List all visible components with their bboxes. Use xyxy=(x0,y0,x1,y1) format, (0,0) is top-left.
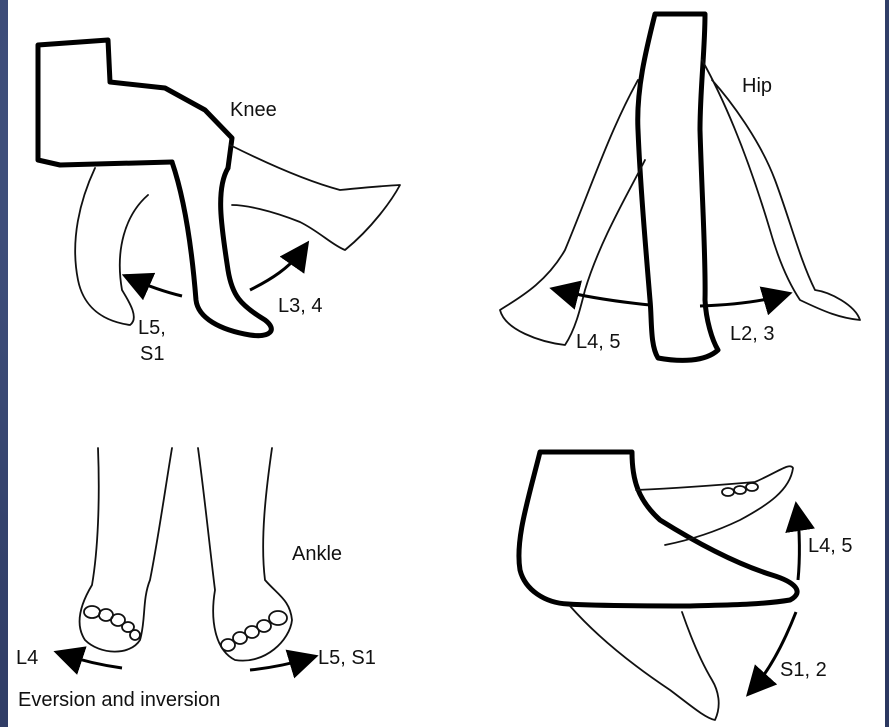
hip-flexion-label: L2, 3 xyxy=(730,323,774,345)
knee-extension-arrow xyxy=(250,248,304,290)
ankle-eversion-label: L4 xyxy=(16,647,38,669)
ankle-eversion-arrow xyxy=(62,654,122,668)
foot-plantarflexed-outline xyxy=(570,606,719,720)
ankle-right-toes xyxy=(221,611,287,651)
knee-lower-leg-outline xyxy=(172,162,271,336)
ankle-inversion-label: L5, S1 xyxy=(318,647,376,669)
ankle-caption: Eversion and inversion xyxy=(18,689,220,711)
knee-illustration xyxy=(38,40,400,336)
ankle-left-toes xyxy=(84,606,140,640)
knee-thigh-outline xyxy=(38,40,232,168)
foot-illustration xyxy=(519,452,799,720)
hip-flexion-arrow xyxy=(700,295,784,306)
hip-label: Hip xyxy=(742,75,772,97)
hip-extension-label: L4, 5 xyxy=(576,331,620,353)
hip-leg-flexed-outline xyxy=(702,60,860,320)
knee-flexion-label: L5, xyxy=(138,317,166,339)
hip-leg-extended-outline xyxy=(500,80,645,345)
knee-leg-extended-outline xyxy=(230,145,400,250)
knee-flexion-arrow xyxy=(130,278,182,296)
foot-neutral-outline xyxy=(519,452,797,606)
knee-extension-label: L3, 4 xyxy=(278,295,322,317)
ankle-right-leg-outline xyxy=(198,448,292,661)
ankle-inversion-arrow xyxy=(250,658,310,670)
knee-flexion-label-2: S1 xyxy=(140,343,164,365)
knee-leg-flexed-outline xyxy=(75,168,148,325)
ankle-label: Ankle xyxy=(292,543,342,565)
hip-illustration xyxy=(500,14,860,360)
ankle-illustration xyxy=(62,448,310,670)
foot-dorsiflexed-outline xyxy=(636,466,793,545)
foot-dorsiflexion-arrow xyxy=(797,510,799,580)
knee-label: Knee xyxy=(230,99,277,121)
foot-dorsiflexion-label: L4, 5 xyxy=(808,535,852,557)
ankle-left-leg-outline xyxy=(80,448,172,652)
foot-plantarflexion-label: S1, 2 xyxy=(780,659,827,681)
hip-extension-arrow xyxy=(558,290,650,305)
